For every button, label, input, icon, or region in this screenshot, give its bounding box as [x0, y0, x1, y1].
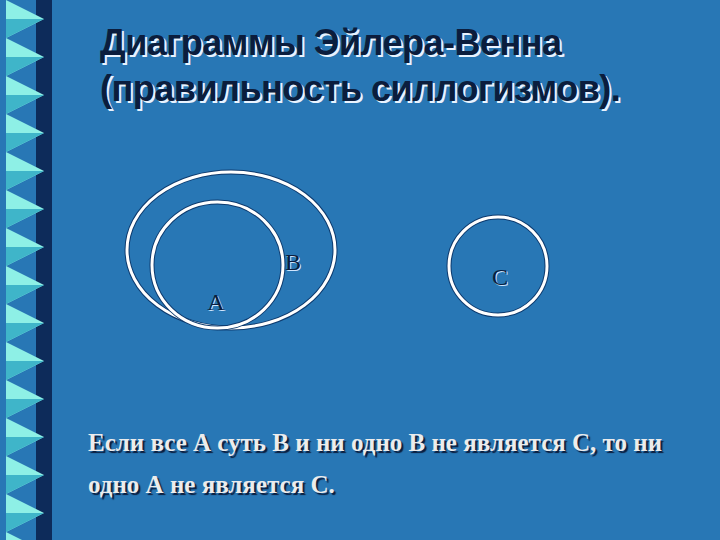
stripe-triangle-shade	[6, 361, 44, 380]
stripe-triangle-light	[6, 304, 44, 342]
stripe-triangle-light	[6, 456, 44, 494]
set-outline	[125, 170, 337, 330]
stripe-triangle	[6, 190, 44, 228]
stripe-triangle-light	[6, 380, 44, 418]
stripe-triangle-shade	[6, 323, 44, 342]
set-circle: ВА	[125, 170, 337, 330]
stripe-triangle-shade	[6, 209, 44, 228]
stripe-triangle	[6, 114, 44, 152]
stripe-triangle-shade	[6, 475, 44, 494]
stripe-triangle-light	[6, 76, 44, 114]
stripe-triangle	[6, 76, 44, 114]
outline-ring	[152, 202, 283, 328]
stripe-triangle-shade	[6, 437, 44, 456]
outline-shadow	[152, 202, 283, 328]
stripe-triangle	[6, 304, 44, 342]
stripe-bar	[36, 0, 52, 540]
stripe-triangle-shade	[6, 513, 44, 532]
slide-title: Диаграммы Эйлера-Венна (правильность сил…	[100, 20, 700, 112]
stripe-triangle-shade	[6, 57, 44, 76]
outline-ring	[127, 172, 335, 328]
stripe-triangle-shade	[6, 171, 44, 190]
stripe-triangle-light	[6, 532, 44, 540]
stripe-triangles	[6, 0, 44, 540]
stripe-triangle	[6, 456, 44, 494]
stripe-triangle	[6, 532, 44, 540]
stripe-triangle	[6, 380, 44, 418]
set-label: В	[285, 249, 301, 275]
stripe-triangle-shade	[6, 399, 44, 418]
stripe-ground	[0, 0, 56, 540]
stripe-triangle-light	[6, 38, 44, 76]
outline-ring	[449, 217, 547, 315]
set-circle: А	[150, 200, 285, 330]
stripe-triangle-light	[6, 0, 44, 38]
stripe-triangle	[6, 266, 44, 304]
outline-shadow	[449, 217, 547, 315]
stripe-triangle-shade	[6, 95, 44, 114]
stripe-triangle-shade	[6, 285, 44, 304]
stripe-triangle	[6, 418, 44, 456]
stripe-triangle-shade	[6, 133, 44, 152]
stripe-triangle-shade	[6, 19, 44, 38]
stripe-triangle-light	[6, 342, 44, 380]
stripe-triangle	[6, 38, 44, 76]
stripe-triangle	[6, 228, 44, 266]
stripe-triangle-light	[6, 494, 44, 532]
stripe-triangle-shade	[6, 247, 44, 266]
stripe-triangle-light	[6, 152, 44, 190]
syllogism-text: Если все А суть В и ни одно В не являетс…	[88, 422, 708, 506]
stripe-triangle	[6, 0, 44, 38]
stripe-triangle	[6, 152, 44, 190]
outline-shadow	[127, 172, 335, 328]
stripe-triangle-light	[6, 266, 44, 304]
stripe-triangle	[6, 494, 44, 532]
stripe-triangle-light	[6, 418, 44, 456]
set-label: А	[207, 289, 224, 315]
stripe-triangle-light	[6, 190, 44, 228]
stripe-triangle-light	[6, 228, 44, 266]
stripe-triangle	[6, 342, 44, 380]
set-label: С	[492, 264, 508, 290]
set-circle: С	[447, 215, 549, 317]
stripe-triangle-light	[6, 114, 44, 152]
